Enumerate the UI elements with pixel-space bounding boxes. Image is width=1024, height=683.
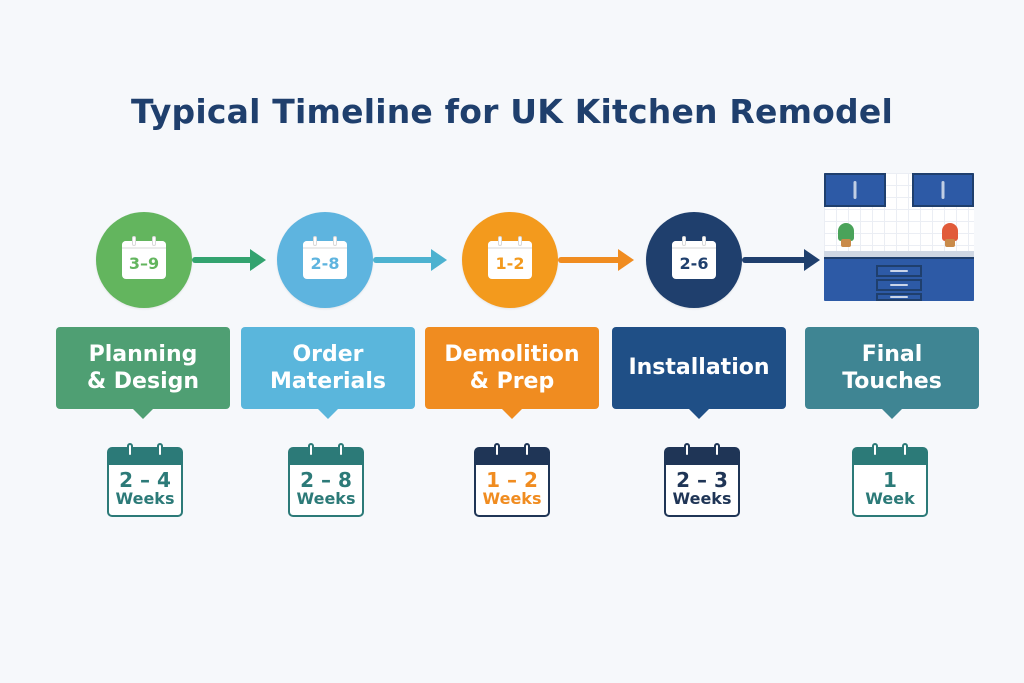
calendar-icon: 1-2 bbox=[488, 236, 532, 279]
calendar-ring-icon bbox=[518, 236, 522, 246]
step-5-label: Final Touches bbox=[805, 327, 979, 409]
arrow-1 bbox=[192, 249, 266, 271]
duration-text: 2 – 8 Weeks bbox=[297, 470, 356, 508]
duration-text: 2 – 4 Weeks bbox=[116, 470, 175, 508]
calendar-ring-icon bbox=[714, 443, 720, 457]
kitchen-base-cabinets bbox=[824, 257, 974, 301]
calendar-ring-icon bbox=[684, 443, 690, 457]
duration-number: 2 – 3 bbox=[676, 468, 728, 493]
duration-number: 1 bbox=[883, 468, 897, 493]
calendar-icon: 2-8 bbox=[303, 236, 347, 279]
plant-icon bbox=[838, 223, 854, 241]
step-3-circle: 1-2 bbox=[462, 212, 558, 308]
step-1-label: Planning & Design bbox=[56, 327, 230, 409]
calendar-topbar bbox=[109, 449, 181, 465]
plant-icon bbox=[942, 223, 958, 241]
duration-text: 1 Week bbox=[865, 470, 914, 508]
step-3-label: Demolition & Prep bbox=[425, 327, 599, 409]
calendar-ring-icon bbox=[333, 236, 337, 246]
calendar-ring-icon bbox=[872, 443, 878, 457]
duration-unit: Weeks bbox=[115, 489, 175, 509]
kitchen-upper-cabinet bbox=[824, 173, 886, 207]
calendar-icon: 2-6 bbox=[672, 236, 716, 279]
arrow-4 bbox=[742, 249, 820, 271]
calendar-ring-icon bbox=[308, 443, 314, 457]
step-3-circle-text: 1-2 bbox=[495, 254, 525, 273]
calendar-ring-icon bbox=[152, 236, 156, 246]
calendar-ring-icon bbox=[157, 443, 163, 457]
duration-number: 2 – 4 bbox=[119, 468, 171, 493]
diagram-title: Typical Timeline for UK Kitchen Remodel bbox=[131, 92, 893, 131]
step-4-label: Installation bbox=[612, 327, 786, 409]
step-1-circle-text: 3–9 bbox=[128, 254, 160, 273]
calendar-ring-icon bbox=[682, 236, 686, 246]
duration-unit: Weeks bbox=[482, 489, 542, 509]
step-4-circle: 2-6 bbox=[646, 212, 742, 308]
calendar-ring-icon bbox=[702, 236, 706, 246]
step-1-duration: 2 – 4 Weeks bbox=[107, 443, 183, 517]
calendar-ring-icon bbox=[132, 236, 136, 246]
duration-unit: Weeks bbox=[672, 489, 732, 509]
step-2-duration: 2 – 8 Weeks bbox=[288, 443, 364, 517]
calendar-topbar bbox=[290, 449, 362, 465]
plant-pot-icon bbox=[945, 239, 955, 247]
arrow-3 bbox=[558, 249, 634, 271]
step-3-duration: 1 – 2 Weeks bbox=[474, 443, 550, 517]
calendar-topbar bbox=[666, 449, 738, 465]
duration-text: 1 – 2 Weeks bbox=[483, 470, 542, 508]
kitchen-countertop bbox=[824, 251, 974, 257]
plant-pot-icon bbox=[841, 239, 851, 247]
step-2-circle-text: 2-8 bbox=[310, 254, 340, 273]
calendar-ring-icon bbox=[524, 443, 530, 457]
calendar-ring-icon bbox=[338, 443, 344, 457]
calendar-ring-icon bbox=[313, 236, 317, 246]
step-4-duration: 2 – 3 Weeks bbox=[664, 443, 740, 517]
step-5-duration: 1 Week bbox=[852, 443, 928, 517]
kitchen-drawer bbox=[876, 293, 922, 301]
kitchen-upper-cabinet bbox=[912, 173, 974, 207]
calendar-topbar bbox=[854, 449, 926, 465]
duration-number: 2 – 8 bbox=[300, 468, 352, 493]
step-1-circle: 3–9 bbox=[96, 212, 192, 308]
kitchen-illustration bbox=[824, 173, 974, 301]
calendar-ring-icon bbox=[902, 443, 908, 457]
calendar-topbar bbox=[476, 449, 548, 465]
duration-unit: Weeks bbox=[296, 489, 356, 509]
calendar-ring-icon bbox=[498, 236, 502, 246]
arrow-2 bbox=[373, 249, 447, 271]
calendar-ring-icon bbox=[127, 443, 133, 457]
step-2-circle: 2-8 bbox=[277, 212, 373, 308]
duration-text: 2 – 3 Weeks bbox=[673, 470, 732, 508]
calendar-icon: 3–9 bbox=[122, 236, 166, 279]
duration-unit: Week bbox=[865, 489, 915, 509]
kitchen-drawer bbox=[876, 265, 922, 277]
step-2-label: Order Materials bbox=[241, 327, 415, 409]
kitchen-drawer bbox=[876, 279, 922, 291]
step-4-circle-text: 2-6 bbox=[679, 254, 709, 273]
duration-number: 1 – 2 bbox=[486, 468, 538, 493]
calendar-ring-icon bbox=[494, 443, 500, 457]
